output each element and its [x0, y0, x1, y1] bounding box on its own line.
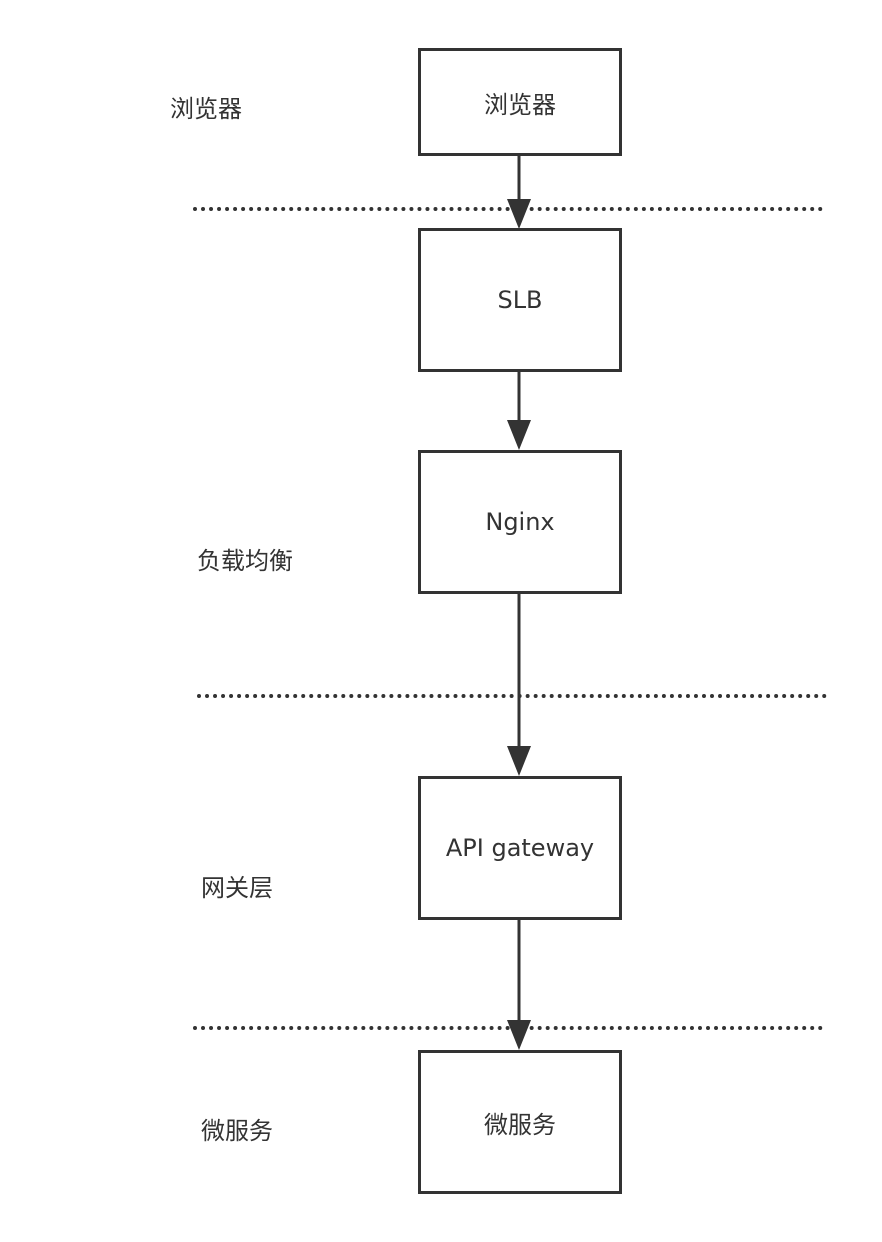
arrowhead-gateway	[507, 746, 531, 776]
arrowhead-nginx	[507, 420, 531, 450]
node-api-gateway: API gateway	[418, 776, 622, 920]
arrowhead-microservice	[507, 1020, 531, 1050]
node-browser-label: 浏览器	[484, 90, 556, 119]
layer-label-load-balancing: 负载均衡	[197, 547, 293, 575]
divider-lb-gateway	[197, 694, 827, 698]
divider-gateway-microservice	[193, 1026, 823, 1030]
node-browser: 浏览器	[418, 48, 622, 156]
layer-label-browser: 浏览器	[170, 95, 242, 123]
node-slb-label: SLB	[497, 286, 543, 314]
node-slb: SLB	[418, 228, 622, 372]
node-microservice-label: 微服务	[484, 1110, 556, 1139]
layer-label-gateway: 网关层	[201, 874, 273, 902]
arrowhead-slb	[507, 199, 531, 229]
divider-browser-lb	[193, 207, 823, 211]
layer-label-microservice: 微服务	[201, 1117, 273, 1145]
node-nginx: Nginx	[418, 450, 622, 594]
node-microservice: 微服务	[418, 1050, 622, 1194]
node-api-gateway-label: API gateway	[445, 834, 595, 862]
node-nginx-label: Nginx	[485, 508, 555, 536]
